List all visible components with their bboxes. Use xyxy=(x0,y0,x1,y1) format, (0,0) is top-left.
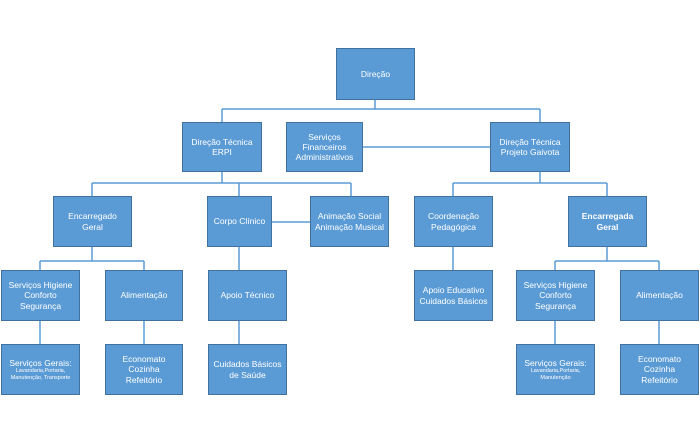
node-economato-2: Economato Cozinha Refeitório xyxy=(620,344,699,395)
label: Segurança xyxy=(19,300,62,311)
connector-gaivota xyxy=(452,172,608,196)
label: Encarregado Geral xyxy=(68,211,117,232)
node-cuidados-basicos: Cuidados Básicos de Saúde xyxy=(208,344,287,395)
label: Alimentação xyxy=(120,290,168,301)
node-animacao: Animação Social Animação Musical xyxy=(310,196,389,247)
label-detail: Manutenção xyxy=(540,374,571,381)
node-direcao-tecnica-gaivota: Direção Técnica Projeto Gaivota xyxy=(490,122,570,172)
label: Encarregada Geral xyxy=(581,211,634,232)
node-corpo-clinico: Corpo Clínico xyxy=(207,196,272,247)
label: Apoio Técnico xyxy=(220,290,275,301)
label: Direção Técnica xyxy=(191,136,253,147)
label: Conforto xyxy=(24,290,57,301)
label-detail: Lavandaria,Portaria, xyxy=(530,368,581,374)
node-apoio-educativo: Apoio Educativo Cuidados Básicos xyxy=(414,270,493,321)
node-servicos-gerais-2: Serviços Gerais: Lavandaria,Portaria, Ma… xyxy=(516,344,595,395)
connector-encarregada xyxy=(554,247,660,270)
label: Coordenação xyxy=(427,211,480,222)
label: Conforto xyxy=(539,290,572,301)
label: Direção xyxy=(360,68,391,79)
connector-enc-geral xyxy=(39,247,145,270)
node-alimentacao-2: Alimentação xyxy=(620,270,699,321)
label: Corpo Clínico xyxy=(213,216,266,227)
label: Serviços Gerais: xyxy=(9,357,72,368)
label: Serviços Higiene xyxy=(523,280,588,291)
label: Cuidados Básicos xyxy=(213,359,282,370)
label: Apoio Educativo xyxy=(422,285,485,296)
label: ERPI xyxy=(212,147,232,157)
node-apoio-tecnico: Apoio Técnico xyxy=(208,270,287,321)
connector-l4 xyxy=(39,321,660,344)
label: Financeiros xyxy=(302,141,347,152)
node-direcao: Direção xyxy=(336,48,415,100)
node-servicos-gerais-1: Serviços Gerais: Lavandaria,Portaria, Ma… xyxy=(1,344,80,395)
label: Alimentação xyxy=(636,290,683,301)
label: Pedagógica xyxy=(431,221,476,232)
label: Serviços Higiene xyxy=(8,280,73,291)
node-direcao-tecnica-erpi: Direção Técnica ERPI xyxy=(182,122,262,172)
label: Segurança xyxy=(534,300,577,311)
connector-erpi xyxy=(91,172,352,196)
node-servicos-financeiros: Serviços Financeiros Administrativos xyxy=(286,122,363,172)
node-servicos-higiene-2: Serviços Higiene Conforto Segurança xyxy=(516,270,595,321)
node-economato-1: Economato Cozinha Refeitório xyxy=(105,344,183,395)
label-detail: Manutenção, Transporte xyxy=(10,374,71,381)
label: Animação Social xyxy=(317,211,382,222)
label: Cuidados Básicos xyxy=(419,295,488,306)
node-coordenacao-pedagogica: Coordenação Pedagógica xyxy=(414,196,493,247)
node-alimentacao-1: Alimentação xyxy=(105,270,183,321)
node-encarregado-geral: Encarregado Geral xyxy=(53,196,132,247)
label: Animação Musical xyxy=(315,221,384,232)
label: Projeto Gaivota xyxy=(500,147,560,157)
label: Administrativos xyxy=(295,152,354,163)
label: Serviços xyxy=(308,131,341,142)
label: de Saúde xyxy=(229,369,266,380)
label: Economato xyxy=(638,354,681,365)
node-encarregada-geral: Encarregada Geral xyxy=(568,196,647,247)
label: Cozinha Refeitório xyxy=(641,364,678,385)
label: Serviços Gerais: xyxy=(524,357,587,368)
label: Economato xyxy=(122,354,166,365)
label: Direção Técnica xyxy=(499,136,561,147)
node-servicos-higiene-1: Serviços Higiene Conforto Segurança xyxy=(1,270,80,321)
label: Cozinha Refeitório xyxy=(125,364,163,385)
label-detail: Lavandaria,Portaria, xyxy=(15,368,66,374)
connector-direcao xyxy=(221,100,541,122)
